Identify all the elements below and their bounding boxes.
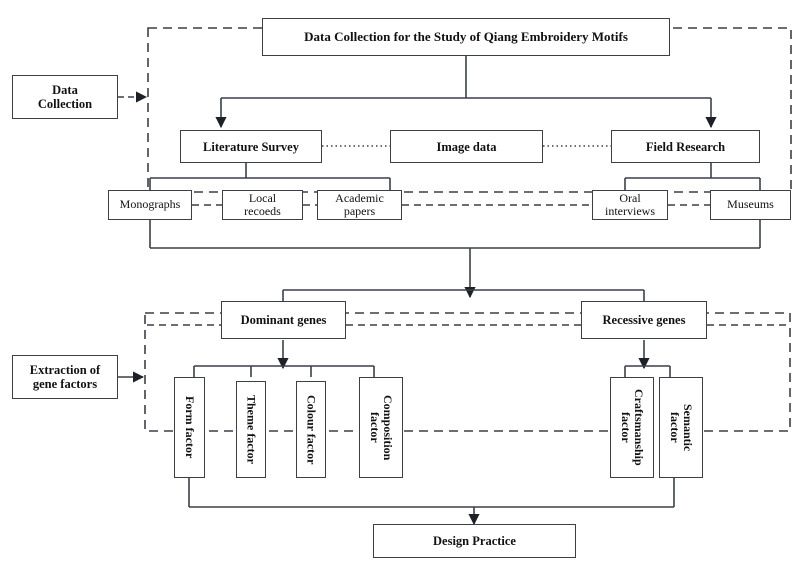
source-box-monographs: Monographs [108, 190, 192, 220]
source-box-museums: Museums [710, 190, 791, 220]
factor-box-semantic: Semantic factor [659, 377, 703, 478]
factor-box-composition: Composition factor [359, 377, 403, 478]
stage-label-extraction: Extraction of gene factors [12, 355, 118, 399]
method-box-image-data: Image data [390, 130, 543, 163]
factor-box-form: Form factor [174, 377, 205, 478]
stage-label-data-collection: Data Collection [12, 75, 118, 119]
outcome-box-design-practice: Design Practice [373, 524, 576, 558]
factor-box-craftsmanship: Craftsmanship factor [610, 377, 654, 478]
title-box: Data Collection for the Study of Qiang E… [262, 18, 670, 56]
method-box-literature-survey: Literature Survey [180, 130, 322, 163]
source-box-local-records: Local recoeds [222, 190, 303, 220]
region-gene-extraction [144, 312, 791, 432]
factor-box-colour: Colour factor [296, 381, 326, 478]
gene-box-dominant: Dominant genes [221, 301, 346, 339]
gene-box-recessive: Recessive genes [581, 301, 707, 339]
source-box-oral-interviews: Oral interviews [592, 190, 668, 220]
method-box-field-research: Field Research [611, 130, 760, 163]
factor-box-theme: Theme factor [236, 381, 266, 478]
source-box-academic-papers: Academic papers [317, 190, 402, 220]
